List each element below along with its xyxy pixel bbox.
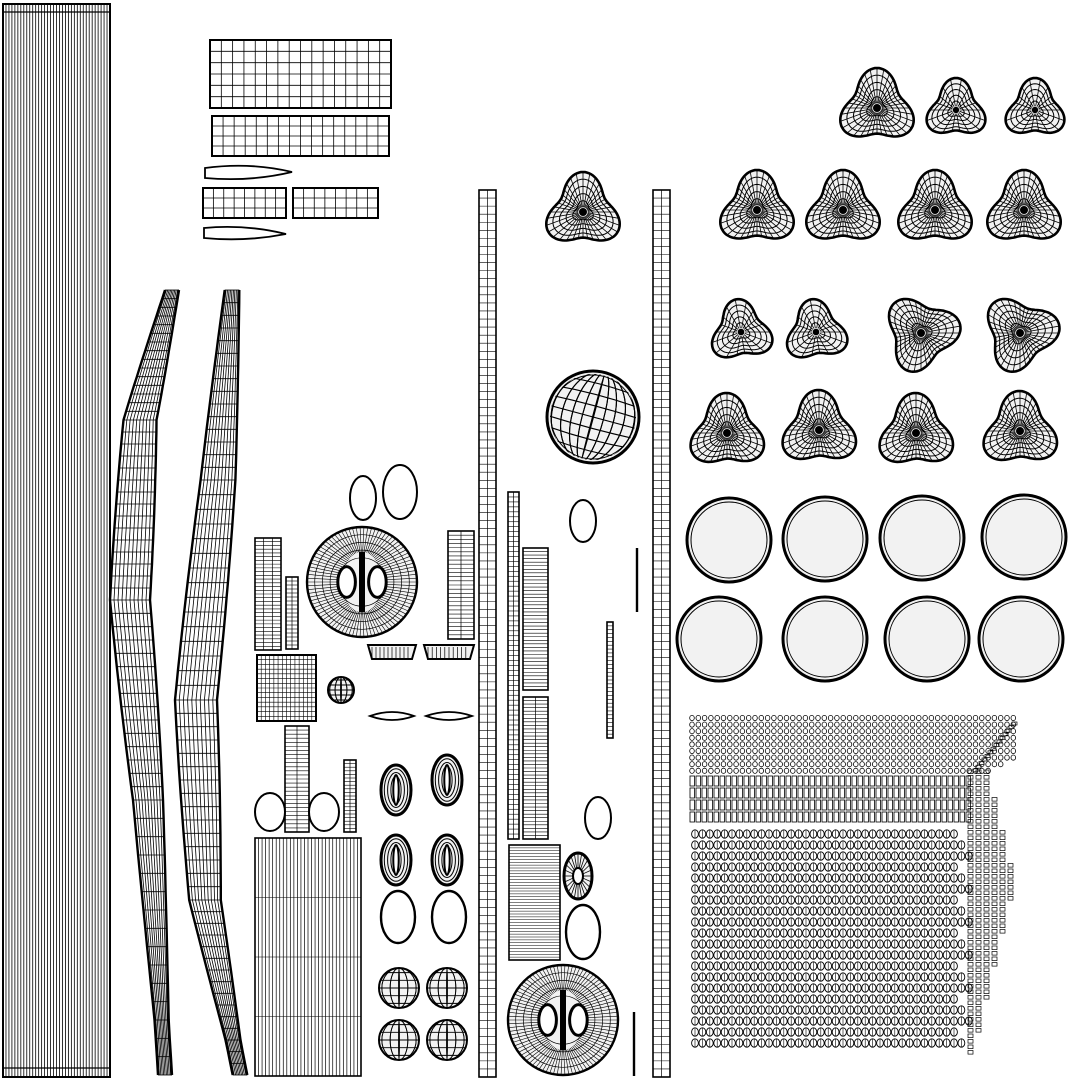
small-oval-island (569, 499, 597, 543)
tall-cylinder-strip (254, 837, 362, 1077)
flat-grid-panel-small (366, 644, 476, 721)
small-oval-island (254, 792, 286, 832)
thin-vertical-strip (285, 576, 299, 650)
sphere-cap-island (685, 496, 773, 584)
thin-vertical-strip (478, 189, 497, 1078)
flat-grid-panel-small (256, 654, 317, 722)
thin-vertical-strip (606, 621, 614, 739)
thin-blade-shape (203, 164, 293, 241)
thin-vertical-strip (284, 725, 310, 833)
eye-socket-radial-island (562, 851, 594, 901)
sphere-cap-island (883, 595, 971, 683)
sphere-cap-island (327, 676, 355, 704)
trefoil-radial-island (785, 297, 849, 359)
trefoil-radial-island (878, 391, 955, 464)
small-oval-island (308, 792, 340, 832)
trefoil-radial-island (985, 168, 1063, 240)
trefoil-radial-island (781, 388, 858, 461)
thin-vertical-strip (632, 548, 639, 1076)
flat-grid-panel-small (292, 187, 379, 219)
flat-grid-panel-top (209, 39, 392, 109)
trefoil-radial-island (710, 297, 774, 359)
trefoil-radial-island (986, 297, 1061, 374)
trefoil-radial-island (804, 168, 882, 240)
trefoil-radial-island (1004, 76, 1066, 135)
trefoil-radial-island (689, 391, 766, 464)
sphere-cap-island (426, 967, 468, 1009)
thin-vertical-strip (522, 547, 549, 691)
trefoil-radial-island (896, 168, 974, 240)
thin-vertical-strip (254, 537, 282, 651)
dense-character-grid (689, 715, 1018, 1055)
curved-limb-strip-left (108, 289, 181, 1076)
small-oval-island (430, 889, 468, 945)
trefoil-radial-island (925, 76, 987, 135)
thin-vertical-strip (507, 491, 520, 840)
thin-vertical-strip (652, 189, 671, 1078)
sphere-cap-island (781, 495, 869, 583)
small-oval-island (382, 464, 418, 520)
flat-grid-panel-small (508, 844, 561, 961)
eye-socket-radial-island (305, 525, 419, 639)
flat-grid-panel-small (202, 187, 287, 219)
seed-shaped-island (430, 833, 464, 887)
thin-vertical-strip (447, 530, 475, 640)
sphere-cap-island (540, 365, 646, 469)
curved-limb-strip-right (173, 289, 249, 1076)
sphere-cap-island (878, 494, 966, 582)
small-oval-island (349, 475, 377, 521)
sphere-cap-island (980, 493, 1068, 581)
sphere-cap-island (977, 595, 1065, 683)
small-oval-island (584, 796, 612, 840)
sphere-cap-island (675, 595, 763, 683)
seed-shaped-island (430, 753, 464, 807)
sphere-cap-island (426, 1019, 468, 1061)
uv-islands-layer (2, 3, 1068, 1078)
tall-cylinder-strip (2, 3, 111, 1078)
small-oval-island (564, 903, 602, 961)
sphere-cap-island (378, 1019, 420, 1061)
seed-shaped-island (379, 833, 413, 887)
sphere-cap-island (378, 967, 420, 1009)
eye-socket-radial-island (506, 963, 620, 1077)
flat-grid-panel-middle (211, 115, 390, 157)
thin-vertical-strip (343, 759, 357, 833)
trefoil-radial-island (887, 297, 962, 374)
trefoil-radial-island (718, 168, 796, 240)
trefoil-radial-island (544, 170, 622, 242)
trefoil-radial-island (838, 66, 916, 138)
seed-shaped-island (379, 763, 413, 817)
thin-vertical-strip (522, 696, 549, 840)
trefoil-radial-island (982, 389, 1059, 462)
sphere-cap-island (781, 595, 869, 683)
small-oval-island (379, 889, 417, 945)
